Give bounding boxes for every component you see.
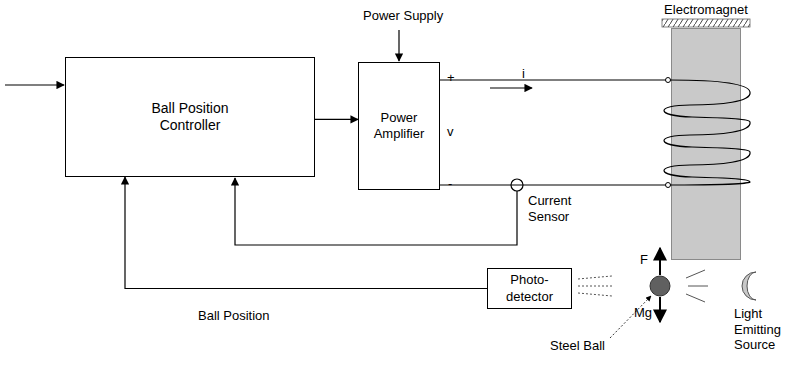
edge-label: Ball Position [196, 308, 272, 324]
wire [440, 184, 668, 185]
steel-ball [650, 276, 670, 296]
ball-label: Steel Ball [550, 338, 605, 354]
ceiling [662, 19, 750, 27]
current-label: i [522, 66, 525, 82]
node-heading: Electromagnet [664, 2, 748, 18]
weight-label: Mg [634, 305, 652, 321]
supply-label: Power Supply [363, 8, 443, 24]
input-arrow [5, 84, 64, 85]
light-source [742, 272, 756, 300]
terminal [666, 78, 671, 83]
node-label: Ball Position Controller [130, 100, 250, 135]
terminal-plus: + [447, 70, 455, 86]
electromagnet-core: Electromagnet [671, 28, 741, 260]
node-label: Photo-detector [497, 272, 563, 305]
signal-arrow [125, 177, 487, 289]
signal-arrow [315, 119, 358, 120]
photodetector-box: Photo-detector [487, 268, 572, 309]
source-label: Light Emitting Source [734, 306, 786, 353]
detected-rays [578, 276, 612, 296]
node-label: Power Amplifier [364, 110, 434, 143]
force-label: F [640, 252, 648, 268]
wire [440, 79, 668, 80]
amplifier-box: Power Amplifier [358, 62, 440, 190]
sensor-label: Current Sensor [528, 193, 578, 224]
current-arrow [490, 87, 532, 88]
terminal [666, 183, 671, 188]
light-rays [686, 270, 708, 302]
force-arrow [659, 248, 661, 275]
controller-box: Ball Position Controller [65, 57, 315, 177]
terminal-minus: - [448, 176, 452, 192]
voltage-label: v [447, 124, 454, 140]
supply-arrow [398, 30, 399, 61]
weight-arrow [659, 297, 661, 322]
